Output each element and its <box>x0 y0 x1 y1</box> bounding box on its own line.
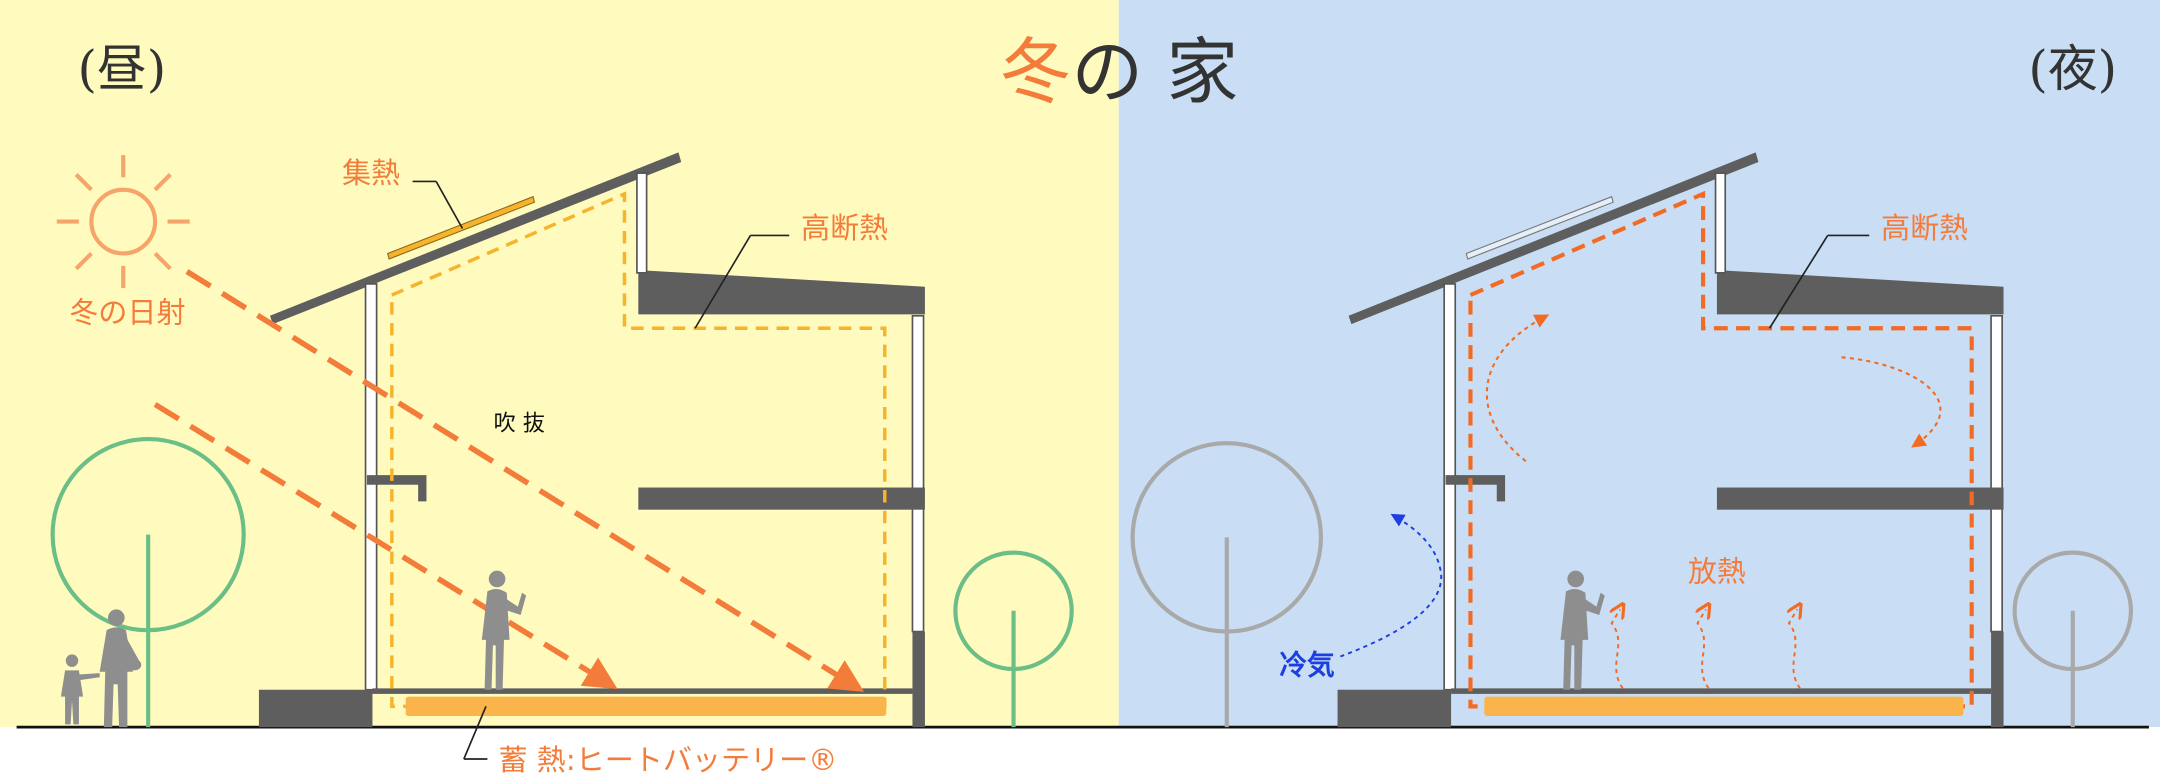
atrium-label: 吹 抜 <box>494 411 545 437</box>
night-insulation-line <box>1468 190 1974 709</box>
sun-icon <box>56 155 190 289</box>
heat-release-label: 放熱 <box>1688 555 1746 589</box>
cold-air-arrow <box>1339 513 1443 658</box>
convection-arrow-up <box>1485 314 1550 463</box>
adult-silhouette-outside <box>99 609 142 728</box>
heat-release-arrow-2 <box>1698 609 1709 689</box>
title-winter: 冬 <box>999 30 1071 114</box>
day-label: (昼) <box>77 40 166 98</box>
heat-release-arrow-3 <box>1789 609 1800 689</box>
night-house <box>1337 152 2004 728</box>
high-insulation-night-label: 高断熱 <box>1881 211 1968 245</box>
day-house <box>258 152 925 728</box>
collect-heat-label: 集熱 <box>342 156 400 190</box>
high-insulation-day-label: 高断熱 <box>801 211 888 245</box>
collector-panel <box>387 195 536 260</box>
convection-arrow-down <box>1841 356 1942 448</box>
title-house: の 家 <box>1071 30 1238 114</box>
collector-panel-night <box>1465 195 1614 260</box>
child-silhouette <box>60 654 100 725</box>
heat-storage-label: 蓄 熱:ヒートバッテリー® <box>498 743 837 777</box>
sun-ray-lower <box>153 402 618 690</box>
tree-day-left <box>50 436 246 728</box>
heat-battery-night <box>1484 696 1964 717</box>
day-insulation-line <box>390 191 887 709</box>
heat-release-arrow-1 <box>1612 609 1623 689</box>
day-background <box>0 0 1119 728</box>
cold-air-label: 冷気 <box>1279 649 1335 682</box>
sun-ray-upper <box>185 269 865 692</box>
person-silhouette-night <box>1560 570 1605 690</box>
night-label: (夜) <box>2028 40 2117 98</box>
person-silhouette-day <box>481 570 527 690</box>
winter-sun-label: 冬の日射 <box>69 296 185 330</box>
page-title: 冬の 家 <box>999 30 1238 114</box>
tree-day-right <box>953 550 1074 728</box>
heat-battery-day <box>405 696 887 717</box>
tree-night-right <box>2012 550 2133 728</box>
tree-night-left <box>1130 441 1323 728</box>
